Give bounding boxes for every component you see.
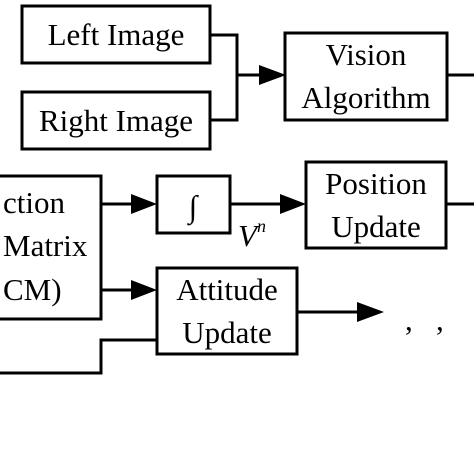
position-update-label-line1: Position bbox=[325, 166, 427, 201]
attitude-output-arrowhead bbox=[357, 302, 384, 322]
vision-input-arrowhead bbox=[259, 65, 286, 85]
dcm-block bbox=[0, 174, 103, 321]
dcm-label-line3: CM) bbox=[3, 272, 62, 307]
dcm-label-line1: ction bbox=[3, 185, 65, 220]
position-update-label-line2: Update bbox=[331, 209, 421, 244]
right-image-label: Right Image bbox=[39, 103, 193, 138]
dcm-to-attitude-arrowhead bbox=[131, 280, 157, 300]
integrator-to-position-arrowhead bbox=[280, 194, 306, 214]
attitude-update-label-line2: Update bbox=[182, 315, 272, 350]
attitude-update-block bbox=[155, 266, 299, 356]
left-image-label: Left Image bbox=[48, 17, 185, 52]
dcm-to-integrator-arrowhead bbox=[131, 194, 157, 214]
right-image-block bbox=[20, 90, 212, 151]
integrator-block bbox=[155, 174, 232, 235]
left-image-block bbox=[20, 4, 212, 65]
attitude-feedback-line bbox=[0, 338, 157, 375]
left-image-connector bbox=[210, 33, 239, 75]
attitude-update-label-line1: Attitude bbox=[176, 272, 278, 307]
dcm-label-line2: Matrix bbox=[3, 228, 88, 263]
vision-algorithm-block bbox=[283, 31, 449, 122]
velocity-label: Vn bbox=[238, 216, 266, 253]
vision-algorithm-label-line2: Algorithm bbox=[301, 80, 430, 115]
right-image-connector bbox=[210, 75, 239, 122]
vision-algorithm-label-line1: Vision bbox=[326, 37, 407, 72]
integrator-symbol: ∫ bbox=[187, 189, 200, 226]
attitude-output-symbols: , , bbox=[405, 302, 444, 337]
